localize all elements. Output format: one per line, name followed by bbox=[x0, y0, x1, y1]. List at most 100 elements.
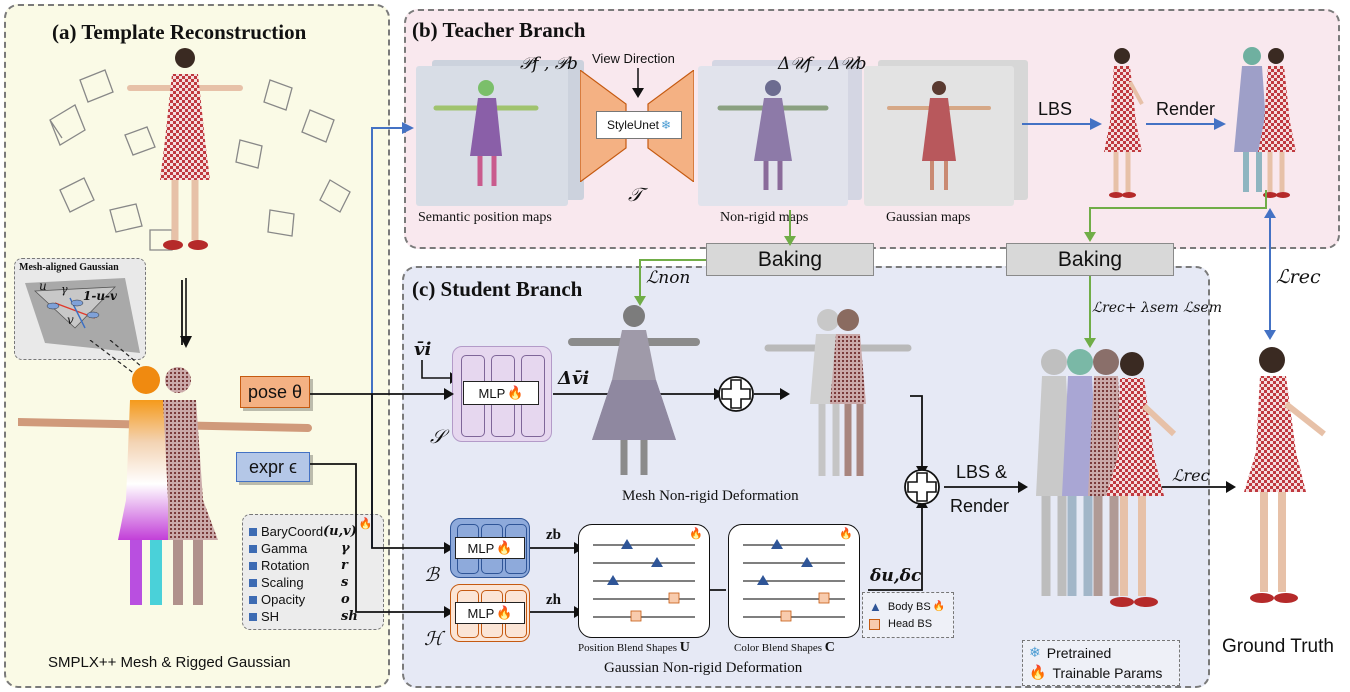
panel-b-title: (b) Teacher Branch bbox=[412, 18, 586, 42]
semantic-position-map-front bbox=[416, 66, 568, 206]
camera-frustum-icon bbox=[59, 177, 95, 213]
position-blend-shapes: 🔥 bbox=[578, 524, 710, 638]
mesh-aligned-gaussian-inset: Mesh-aligned Gaussian u v 1-u-v γ bbox=[14, 258, 146, 360]
triangle-icon: ▲ bbox=[869, 599, 882, 614]
panel-a-title: (a) Template Reconstruction bbox=[52, 20, 307, 44]
ground-truth-label: Ground Truth bbox=[1222, 636, 1334, 657]
flame-icon: 🔥 bbox=[358, 518, 373, 530]
inset-label-u: u bbox=[39, 279, 47, 293]
camera-ring bbox=[49, 69, 351, 251]
expr-input: expr ϵ bbox=[236, 452, 310, 482]
camera-frustum-icon bbox=[49, 104, 86, 146]
inset-label-1-u-v: 1-u-v bbox=[83, 289, 118, 303]
render-label: Render bbox=[1156, 99, 1216, 119]
mesh-deformation-figure bbox=[568, 305, 700, 475]
symbol-B: ℬ bbox=[424, 564, 439, 586]
camera-frustum-icon bbox=[235, 139, 263, 169]
body-bs-marker bbox=[771, 539, 783, 549]
position-bs-label: Position Blend Shapes U bbox=[578, 640, 690, 655]
flame-icon: 🔥 bbox=[507, 385, 524, 400]
caption-nonrigid-maps: Non-rigid maps bbox=[720, 210, 809, 225]
delta-uc-label: δu,δc bbox=[870, 566, 922, 586]
final-render-figures bbox=[1036, 349, 1177, 607]
flame-icon: 🔥 bbox=[1029, 664, 1047, 680]
posed-gaussian-figure bbox=[1104, 48, 1144, 198]
styleunet-box: StyleUnet❄ bbox=[596, 111, 682, 139]
mlp-b: MLP🔥 bbox=[450, 518, 530, 578]
mlp-b-label: MLP bbox=[467, 540, 495, 556]
maps-label-du: Δ𝒰f , Δ𝒰b bbox=[778, 54, 867, 74]
camera-frustum-icon bbox=[301, 109, 335, 143]
panel-c-title: (c) Student Branch bbox=[412, 277, 583, 301]
nonrigid-map-front bbox=[698, 66, 848, 206]
teacher-symbol: 𝒯 bbox=[628, 184, 643, 206]
head-bs-marker bbox=[668, 592, 680, 604]
vbar-input-label: v̄i bbox=[414, 339, 432, 360]
bs-legend: ▲Body BS🔥 Head BS bbox=[862, 592, 954, 638]
view-direction-label: View Direction bbox=[592, 51, 675, 66]
arrow-view-direction bbox=[632, 68, 644, 98]
mlp-h: MLP🔥 bbox=[450, 584, 530, 642]
attr-row: BaryCoord(u,v)🔥 bbox=[249, 518, 383, 540]
color-blend-shapes: 🔥 bbox=[728, 524, 860, 638]
body-bs-marker bbox=[757, 575, 769, 585]
mlp-s: MLP🔥 bbox=[452, 346, 552, 442]
flame-icon: 🔥 bbox=[689, 528, 703, 540]
styleunet-label: StyleUnet bbox=[606, 118, 659, 132]
lbs-label: LBS bbox=[1038, 99, 1073, 119]
flame-icon: 🔥 bbox=[496, 605, 513, 620]
snowflake-icon: ❄ bbox=[1029, 644, 1041, 660]
body-bs-marker bbox=[607, 575, 619, 585]
body-bs-marker bbox=[651, 557, 663, 567]
caption-gaussian-maps: Gaussian maps bbox=[886, 210, 971, 225]
mesh-deformation-caption: Mesh Non-rigid Deformation bbox=[622, 488, 799, 504]
snowflake-icon: ❄ bbox=[660, 118, 672, 132]
flame-icon: 🔥 bbox=[839, 528, 853, 540]
inset-label-v: v bbox=[67, 313, 74, 327]
arrow-render bbox=[1146, 118, 1226, 130]
camera-frustum-icon bbox=[149, 229, 173, 251]
color-bs-label: Color Blend Shapes C bbox=[734, 640, 835, 655]
loss-rec-gt: ℒrec bbox=[1276, 266, 1321, 288]
inset-title: Mesh-aligned Gaussian bbox=[19, 262, 119, 273]
gaussian-map-front bbox=[864, 66, 1014, 206]
camera-frustum-icon bbox=[79, 69, 114, 103]
subject-photo bbox=[127, 48, 243, 250]
mlp-s-label: MLP bbox=[478, 385, 506, 401]
loss-rec-sem: ℒrec+ λsem ℒsem bbox=[1092, 300, 1222, 316]
camera-frustum-icon bbox=[267, 209, 295, 237]
params-legend: ❄Pretrained 🔥Trainable Params bbox=[1022, 640, 1180, 686]
camera-frustum-icon bbox=[124, 126, 156, 156]
head-bs-marker bbox=[818, 592, 830, 604]
camera-frustum-icon bbox=[263, 79, 293, 111]
rendered-figures bbox=[1234, 47, 1296, 198]
pose-input: pose θ bbox=[240, 376, 310, 408]
lbs-render-label-1: LBS & bbox=[956, 462, 1008, 482]
square-icon bbox=[869, 618, 880, 630]
ground-truth-photo bbox=[1244, 347, 1326, 603]
gaussian-deformation-caption: Gaussian Non-rigid Deformation bbox=[604, 660, 803, 676]
caption-semantic-maps: Semantic position maps bbox=[418, 210, 552, 225]
zb-label: zb bbox=[546, 527, 561, 543]
deformed-mesh-gaussian-figure bbox=[764, 309, 912, 476]
camera-frustum-icon bbox=[319, 179, 351, 213]
zh-label: zh bbox=[546, 592, 561, 608]
inset-label-gamma: γ bbox=[61, 283, 68, 296]
loss-non: ℒnon bbox=[646, 268, 691, 288]
baking-box-left: Baking bbox=[706, 243, 874, 276]
rigged-mesh-figure bbox=[18, 366, 312, 605]
camera-frustum-icon bbox=[109, 203, 143, 233]
head-bs-marker bbox=[630, 610, 642, 622]
flame-icon: 🔥 bbox=[496, 540, 513, 555]
body-bs-marker bbox=[801, 557, 813, 567]
panel-a-caption: SMPLX++ Mesh & Rigged Gaussian bbox=[48, 654, 291, 671]
mlp-h-label: MLP bbox=[467, 605, 495, 621]
flame-icon: 🔥 bbox=[932, 601, 946, 612]
